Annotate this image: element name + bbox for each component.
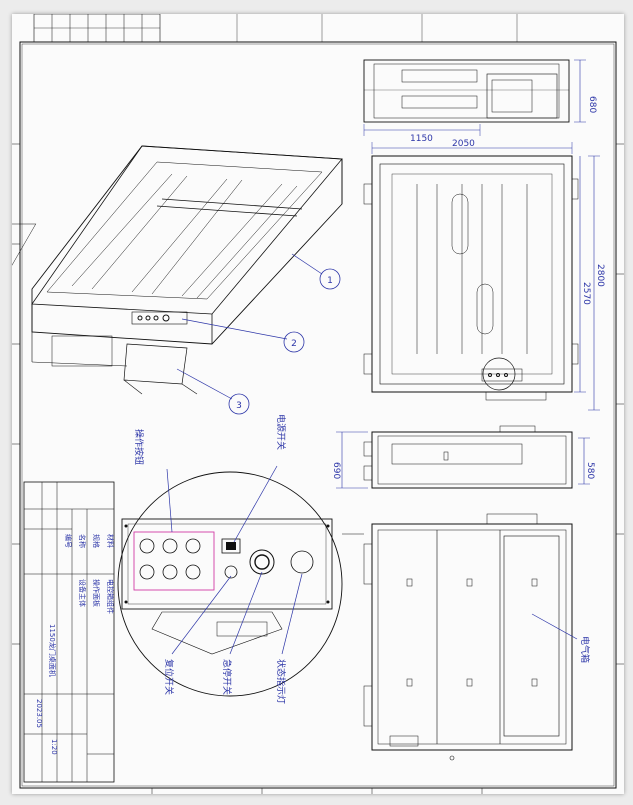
callout-1 (319, 268, 341, 290)
operation-button-1 (139, 538, 155, 554)
tb-row-name: 名称 (78, 534, 87, 548)
label-emergency-stop: 急停开关 (221, 659, 233, 695)
label-electrical-box: 电气箱 (579, 636, 591, 663)
detail-annotations: 操作按钮 电源开关 复位开关 急停开关 状态指示灯 (133, 414, 303, 704)
operation-button-3 (185, 538, 201, 554)
callout-3 (228, 393, 250, 415)
operation-panel-detail (117, 471, 343, 697)
plan-view (363, 142, 579, 401)
label-operation-buttons: 操作按钮 (133, 429, 145, 465)
isometric-machine-view (12, 145, 343, 395)
label-power-switch: 电源开关 (275, 414, 287, 450)
tb-drawing-name: 1150龙门桌面机 (48, 624, 57, 677)
callout-2 (283, 331, 305, 353)
dim-side-right: 580 (585, 462, 595, 479)
dim-side-left: 690 (331, 462, 341, 479)
reset-switch-shape (224, 565, 238, 579)
power-switch-shape (221, 538, 241, 554)
technical-drawing: 1 2 3 1150 680 (12, 14, 624, 794)
dim-inner-height: 2570 (581, 282, 591, 305)
electrical-box-label-group: 电气箱 (531, 613, 591, 663)
drawing-sheet: 1 2 3 1150 680 (12, 14, 624, 794)
tb-row-material: 材料 (106, 534, 115, 548)
top-small-view (363, 59, 570, 123)
operation-button-2 (162, 538, 178, 554)
drawing-inner-border (21, 43, 615, 787)
callout-group: 1 2 3 (176, 253, 341, 415)
operation-button-6 (185, 564, 201, 580)
side-view-dimensions: 690 580 (331, 431, 595, 489)
side-view (363, 425, 573, 489)
label-status-light: 状态指示灯 (275, 659, 287, 704)
plan-view-dimensions: 2050 2800 2570 (452, 139, 605, 411)
dim-overall-height: 2800 (595, 264, 605, 287)
callout-2-text: 2 (291, 339, 297, 349)
tb-item-2: 操作面板 (92, 579, 101, 607)
tb-row-spec: 规格 (92, 534, 101, 548)
dim-overall-width: 2050 (452, 139, 475, 149)
border-ticks (12, 143, 624, 794)
dim-top-height: 680 (587, 96, 597, 113)
revision-strip (33, 14, 616, 43)
top-view-dimensions: 1150 680 (363, 59, 597, 144)
title-block: 编号 名称 规格 材料 设备主体 操作面板 电控箱组件 1150龙门桌面机 20… (23, 481, 115, 783)
dim-top-width: 1150 (410, 134, 433, 144)
operation-button-5 (162, 564, 178, 580)
tb-item-3: 电控箱组件 (106, 579, 115, 614)
tb-item-1: 设备主体 (78, 579, 87, 607)
callout-1-text: 1 (327, 276, 333, 286)
callout-3-text: 3 (236, 401, 242, 411)
operation-button-4 (139, 564, 155, 580)
drawing-border (19, 41, 617, 789)
tb-date: 2023.05 (35, 699, 43, 728)
emergency-stop-shape (249, 549, 275, 575)
status-light-shape (290, 550, 314, 574)
button-group-highlight (133, 531, 215, 591)
bottom-plan-view (342, 513, 573, 761)
tb-row-code: 编号 (64, 534, 73, 548)
label-reset-switch: 复位开关 (163, 659, 175, 695)
tb-scale: 1:20 (50, 739, 58, 755)
